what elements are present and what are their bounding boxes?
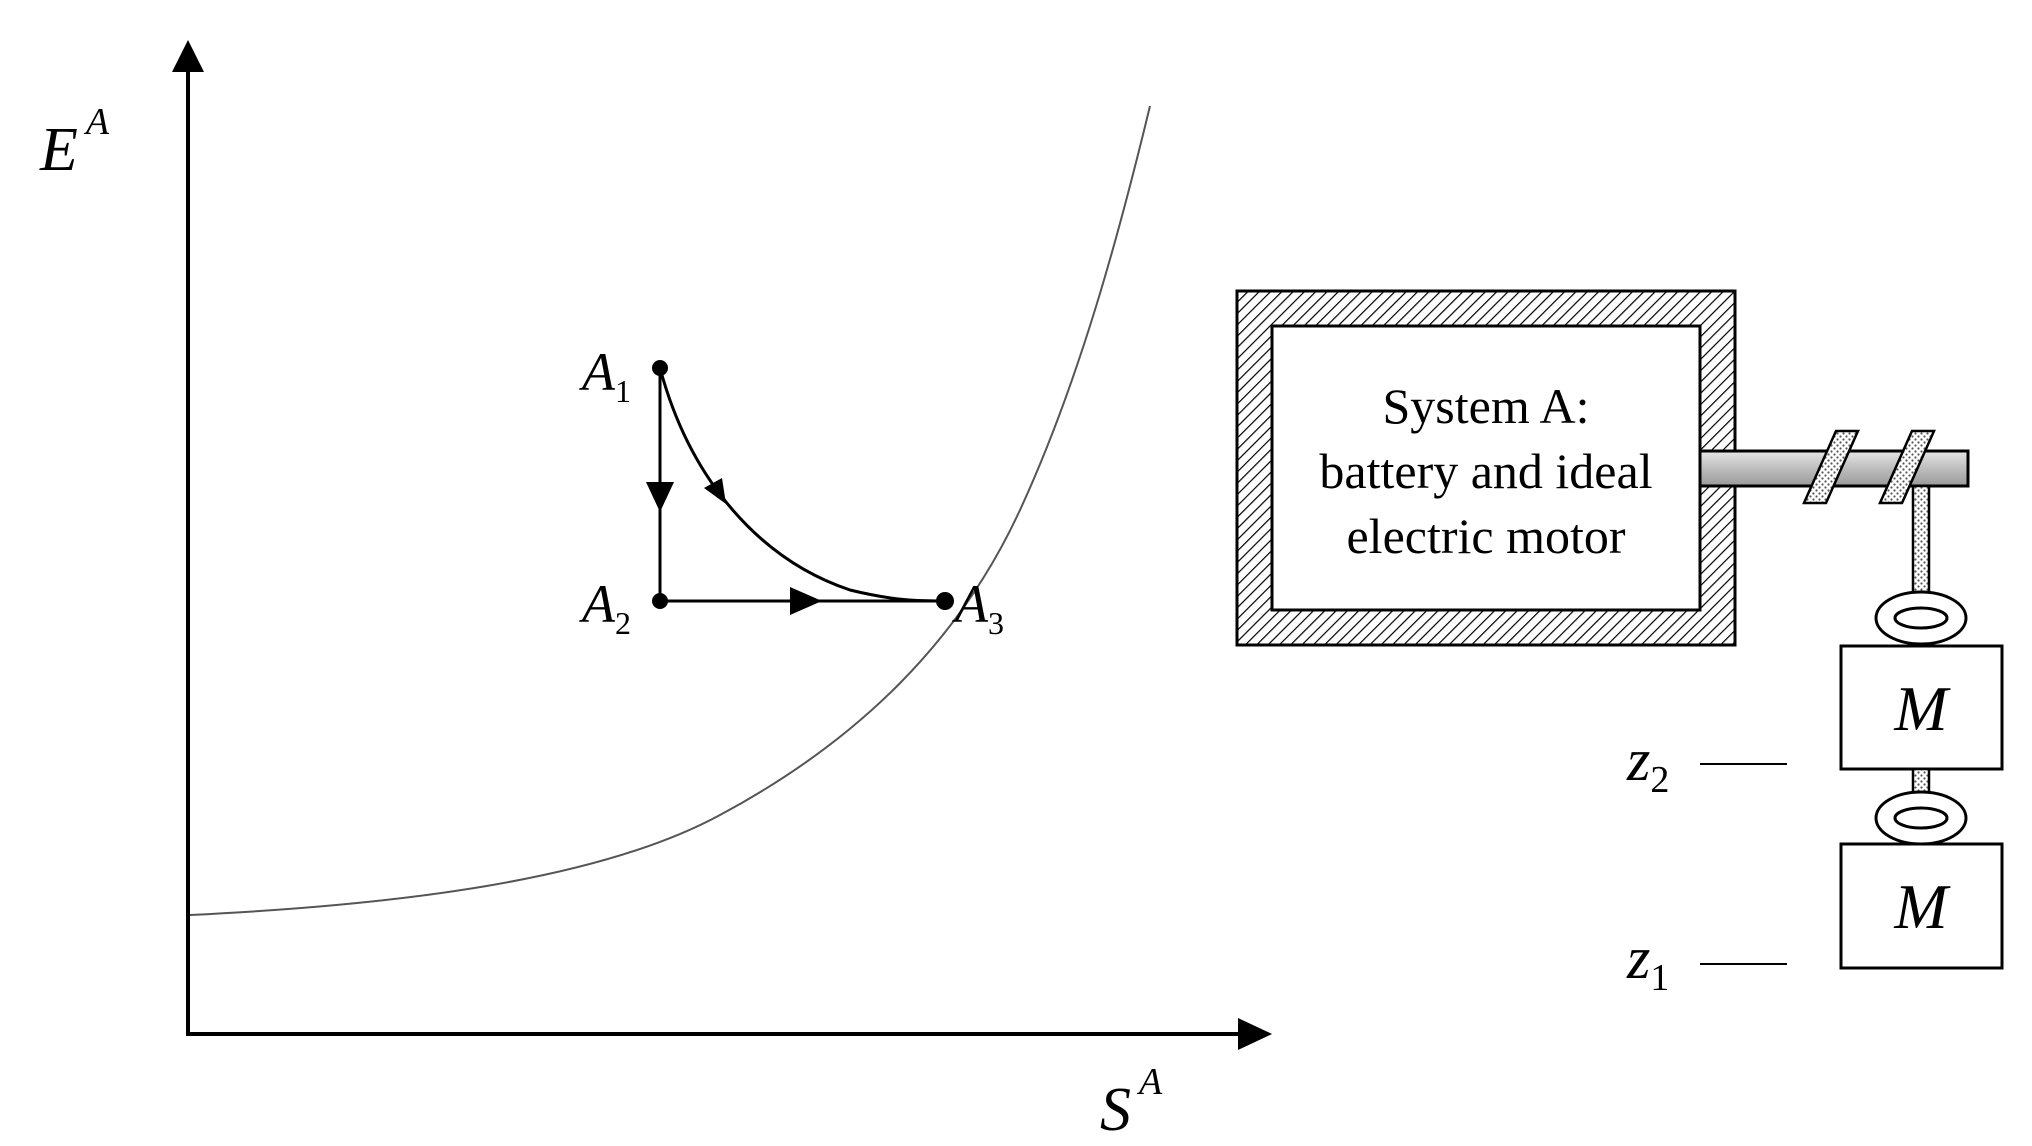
label-a1-sub: 1 (615, 373, 631, 409)
system-box-line1: System A: (1383, 378, 1590, 434)
weights: M M (1839, 644, 2004, 970)
label-a3-sub: 3 (988, 605, 1004, 641)
label-a2: A2 (579, 574, 631, 641)
label-a1: A1 (579, 342, 631, 409)
system-box: System A: battery and ideal electric mot… (1235, 289, 1737, 647)
point-a1 (652, 360, 668, 376)
point-a3 (936, 592, 954, 610)
system-box-line3: electric motor (1346, 508, 1625, 564)
label-a2-main: A (579, 574, 616, 634)
height-markers: z2 z1 (1626, 727, 1787, 999)
x-axis-arrowhead (1238, 1018, 1272, 1050)
weight-upper-label: M (1893, 673, 1951, 744)
hook-ring-upper-inner (1893, 606, 1949, 630)
y-axis-arrowhead (172, 40, 204, 72)
z1-label-main: z (1626, 925, 1650, 991)
label-a2-sub: 2 (615, 605, 631, 641)
weight-lower (1839, 842, 2004, 970)
label-a1-main: A (579, 342, 616, 402)
path-a1-a3 (658, 367, 946, 603)
arrow-a2-a3 (790, 587, 822, 615)
z2-label-sub: 2 (1650, 759, 1669, 801)
system-box-line2: battery and ideal (1319, 443, 1652, 499)
arrow-a1-a3 (704, 478, 726, 504)
process-paths (646, 367, 946, 615)
z1-label: z1 (1626, 925, 1669, 999)
y-axis-label-main: E (39, 116, 78, 184)
hook-ring-lower-inner (1893, 806, 1949, 830)
shaft-winding-1 (1802, 429, 1860, 505)
y-axis-label-sup: A (83, 101, 110, 143)
stable-equilibrium-curve (189, 105, 1151, 916)
label-a3: A3 (952, 574, 1004, 641)
system-box-interior (1270, 324, 1702, 612)
point-a2 (652, 593, 668, 609)
shaft-assembly (1698, 429, 1970, 646)
z2-label-main: z (1626, 727, 1650, 793)
x-axis-label-sup: A (1136, 1061, 1163, 1103)
arrow-a1-a2 (646, 482, 674, 512)
label-a3-main: A (952, 574, 989, 634)
z2-label: z2 (1626, 727, 1669, 801)
weight-upper (1839, 644, 2004, 771)
weight-lower-label: M (1893, 871, 1951, 942)
shaft-winding-2 (1878, 429, 1936, 505)
axes (172, 40, 1272, 1050)
z1-label-sub: 1 (1650, 957, 1669, 999)
x-axis-label-main: S (1100, 1076, 1131, 1141)
